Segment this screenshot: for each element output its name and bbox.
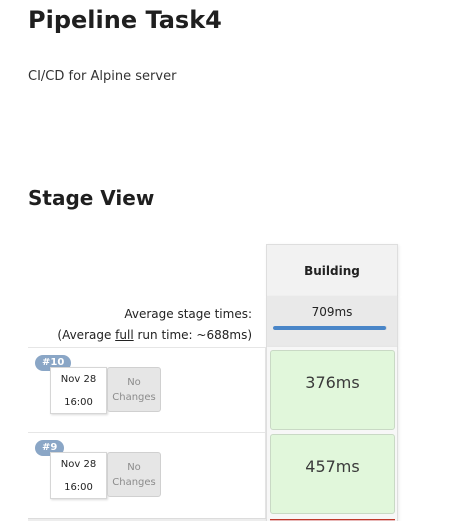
average-stage-time-value: 709ms <box>311 305 353 319</box>
build-changes-box[interactable]: No Changes <box>107 367 161 412</box>
stage-cell-build-9[interactable]: 457ms <box>270 434 395 514</box>
stage-header-building[interactable]: Building <box>266 244 398 296</box>
stage-header-label: Building <box>304 263 360 278</box>
average-stage-times-text: Average stage times: <box>124 307 252 321</box>
build-row-partial <box>28 518 266 521</box>
average-full-run-text: (Average full run time: ~688ms) <box>57 325 252 346</box>
average-full-prefix: (Average <box>57 328 116 342</box>
average-full-suffix: run time: ~688ms) <box>133 328 252 342</box>
average-stage-time-cell: 709ms <box>266 296 398 347</box>
average-stage-time-bar <box>273 326 387 330</box>
page-title: Pipeline Task4 <box>28 6 222 34</box>
full-run-link[interactable]: full <box>115 328 134 342</box>
build-changes-text: No Changes <box>112 376 156 403</box>
build-row-9: #9 Nov 28 16:00 No Changes <box>28 432 266 517</box>
stage-cell-partial-failed <box>270 519 395 521</box>
average-times-label: Average stage times: (Average full run t… <box>57 304 252 346</box>
build-time: 16:00 <box>64 482 93 493</box>
build-date-box: Nov 28 16:00 <box>50 452 107 499</box>
stage-view-title: Stage View <box>28 186 155 210</box>
build-changes-box[interactable]: No Changes <box>107 452 161 497</box>
build-date-box: Nov 28 16:00 <box>50 367 107 414</box>
stage-cell-duration: 457ms <box>305 456 360 476</box>
build-row-10: #10 Nov 28 16:00 No Changes <box>28 347 266 432</box>
average-stage-time-bar-fill <box>273 326 386 330</box>
build-date: Nov 28 <box>60 459 97 470</box>
build-time: 16:00 <box>64 397 93 408</box>
stage-cell-duration: 376ms <box>305 372 360 392</box>
build-date: Nov 28 <box>60 374 97 385</box>
stage-cell-build-10[interactable]: 376ms <box>270 350 395 430</box>
pipeline-description: CI/CD for Alpine server <box>28 69 177 84</box>
build-history-column: #10 Nov 28 16:00 No Changes #9 Nov 28 16… <box>28 347 266 521</box>
build-changes-text: No Changes <box>112 461 156 488</box>
stage-column-building: 376ms 457ms <box>266 347 398 521</box>
